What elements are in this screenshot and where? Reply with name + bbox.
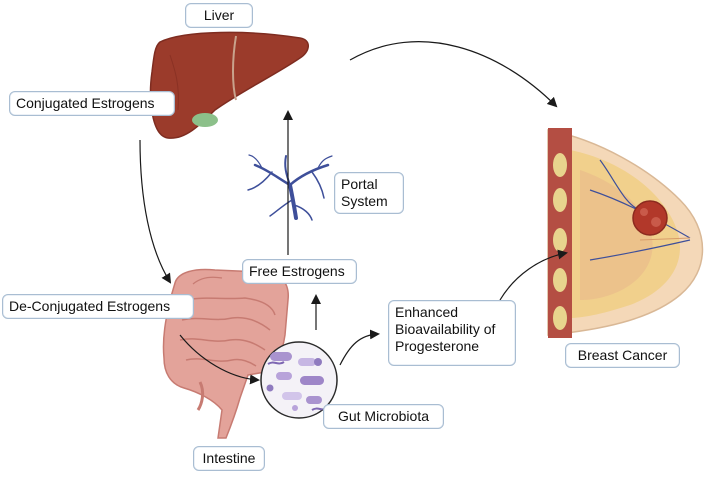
- label-enhanced-bioavailability: Enhanced Bioavailability of Progesterone: [388, 300, 516, 366]
- breast-illustration-icon: [547, 128, 704, 338]
- gut-microbiota-icon: [260, 341, 338, 419]
- label-liver: Liver: [185, 3, 253, 28]
- arrow-liver-to-intestine: [139, 139, 172, 284]
- liver-icon: [149, 31, 309, 139]
- label-intestine: Intestine: [193, 446, 265, 471]
- arrow-microbiota-to-bioavailability: [339, 329, 380, 366]
- arrow-liver-to-breast: [349, 41, 558, 108]
- arrow-bioavailability-to-breast: [499, 249, 568, 301]
- label-conjugated-estrogens: Conjugated Estrogens: [9, 91, 175, 116]
- label-deconjugated-estrogens: De-Conjugated Estrogens: [2, 294, 194, 319]
- label-free-estrogens: Free Estrogens: [242, 259, 357, 284]
- label-portal-system: Portal System: [334, 172, 404, 214]
- label-gut-microbiota: Gut Microbiota: [323, 404, 444, 429]
- arrow-deconjugated-to-microbiota: [179, 334, 260, 385]
- label-breast-cancer: Breast Cancer: [565, 343, 680, 368]
- portal-vessels-icon: [247, 154, 333, 221]
